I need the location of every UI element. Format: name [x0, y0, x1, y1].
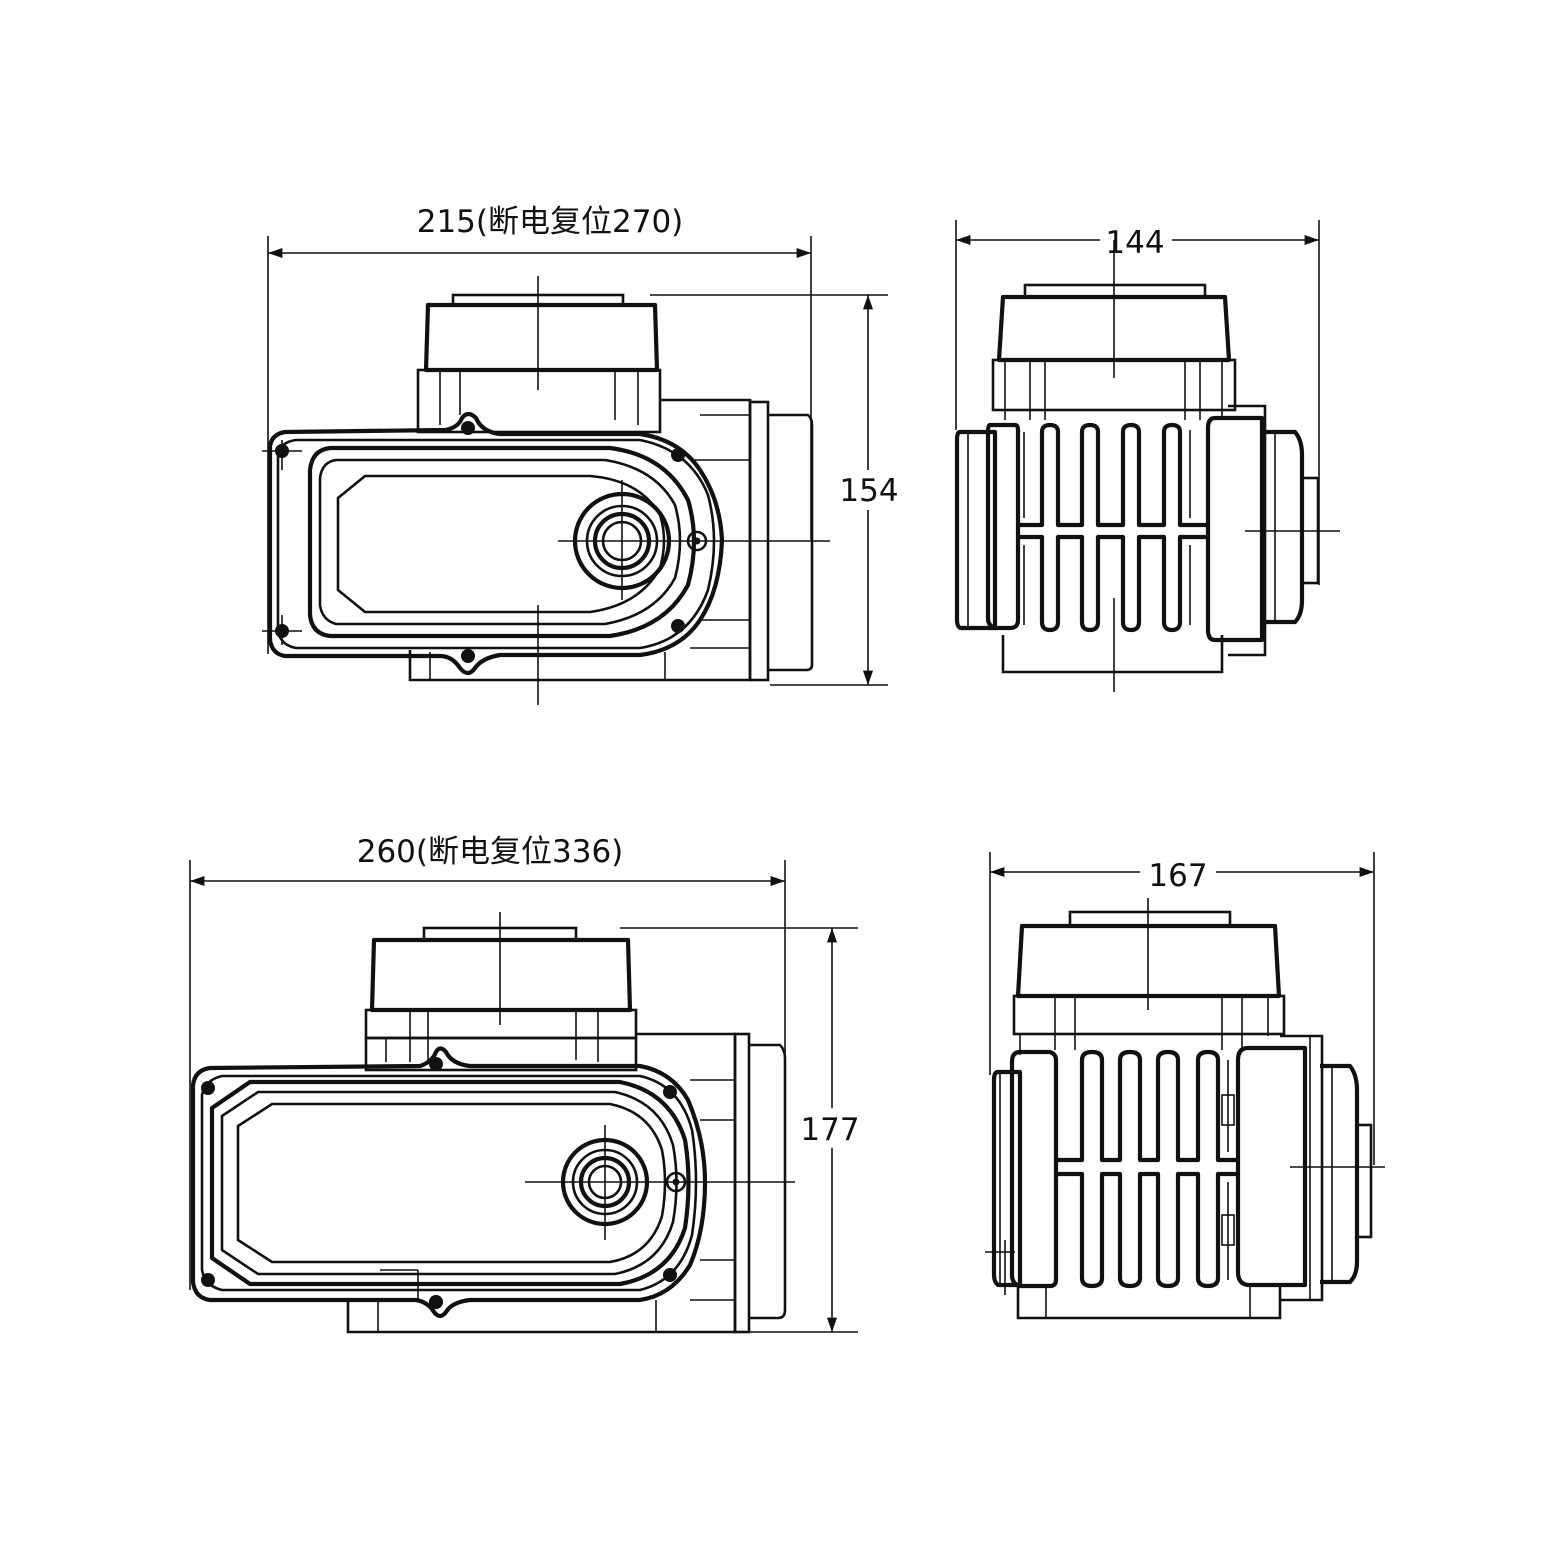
- small-side-width-label: 215(断电复位270): [417, 204, 684, 240]
- small-side-height-label: 154: [839, 473, 898, 509]
- large-side-width-label: 260(断电复位336): [357, 834, 624, 870]
- large-front-width-dimension: 167: [989, 852, 1375, 1165]
- large-side-height-label: 177: [800, 1112, 859, 1148]
- small-front-width-dimension: 144: [955, 220, 1320, 585]
- large-side-view: 260(断电复位336) 177: [189, 834, 868, 1334]
- large-side-height-dimension: 177: [620, 927, 868, 1333]
- small-side-view: 215(断电复位270) 154: [262, 204, 903, 705]
- small-side-width-dimension: 215(断电复位270): [267, 204, 812, 654]
- small-side-height-dimension: 154: [650, 294, 903, 686]
- small-front-width-label: 144: [1105, 225, 1164, 261]
- large-side-width-dimension: 260(断电复位336): [189, 834, 786, 1290]
- large-front-width-label: 167: [1148, 858, 1207, 894]
- small-front-view: 144: [954, 220, 1340, 692]
- large-front-view: 167: [985, 852, 1385, 1320]
